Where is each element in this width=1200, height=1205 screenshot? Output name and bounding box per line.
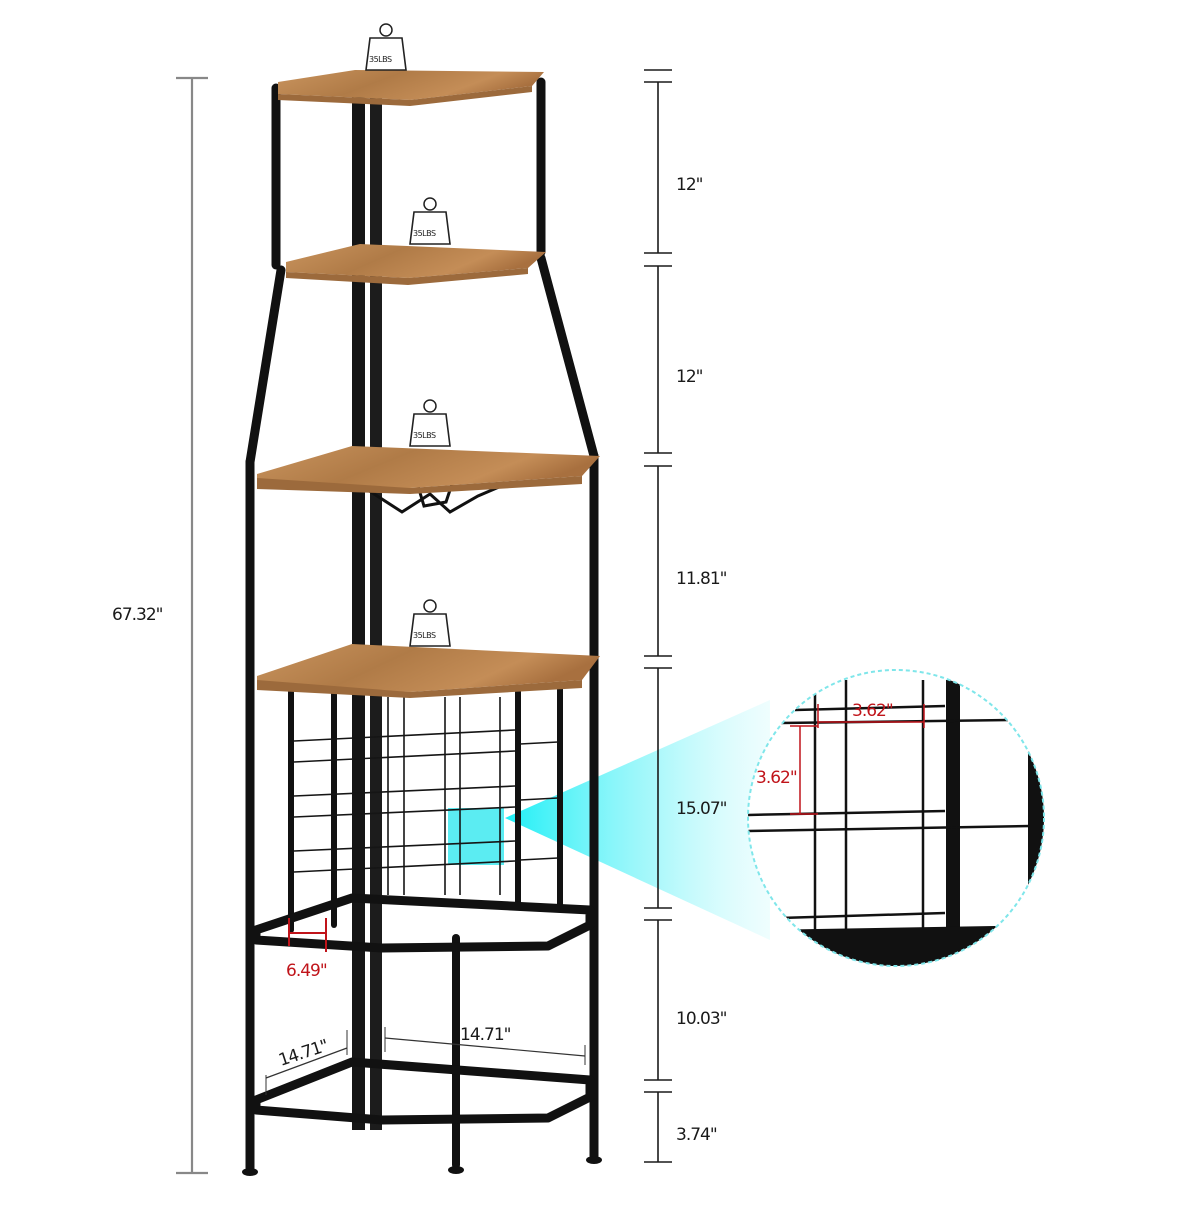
weight-badge-2-label: 35LBS — [413, 229, 436, 238]
shelf-3 — [257, 446, 600, 494]
rail-spacing-label: 6.49" — [286, 961, 327, 981]
overall-height-dimension: 67.32" — [112, 76, 208, 1175]
callout-grid-width-label: 3.62" — [852, 701, 893, 721]
weight-badge-4-label: 35LBS — [413, 631, 436, 640]
overall-height-label: 67.32" — [112, 605, 163, 625]
weight-badge-4: 35LBS — [409, 599, 451, 647]
segment-height-3-label: 11.81" — [676, 569, 727, 589]
base-depth-left-label: 14.71" — [276, 1036, 330, 1071]
base-depth-dimensions: 14.71" 14.71" — [265, 1025, 586, 1095]
weight-badge-3-label: 35LBS — [413, 431, 436, 440]
callout-grid-height-label: 3.62" — [756, 768, 797, 788]
callout-beam — [505, 700, 770, 940]
segment-height-6-label: 3.74" — [676, 1125, 717, 1145]
weight-badge-1: 35LBS — [365, 23, 407, 71]
wine-grid — [293, 697, 559, 895]
segment-height-5-label: 10.03" — [676, 1009, 727, 1029]
shelf-frame — [242, 77, 602, 1176]
weight-badge-2: 35LBS — [409, 197, 451, 245]
grid-detail-callout: 3.62" 3.62" — [747, 669, 1045, 967]
shelf-2 — [286, 244, 546, 285]
segment-height-4-label: 15.07" — [676, 799, 727, 819]
weight-badge-1-label: 35LBS — [369, 55, 392, 64]
segment-height-2-label: 12" — [676, 367, 703, 387]
segment-height-dimensions: 12" 12" 11.81" 15.07" 10.03" 3.74" — [644, 69, 728, 1163]
callout-source-highlight — [448, 808, 504, 865]
base-depth-right-label: 14.71" — [460, 1025, 511, 1045]
weight-badge-3: 35LBS — [409, 399, 451, 447]
shelf-1 — [278, 70, 544, 106]
wood-shelves — [257, 70, 600, 698]
rail-spacing-dimension: 6.49" — [286, 918, 328, 981]
segment-height-1-label: 12" — [676, 175, 703, 195]
shelf-4 — [257, 644, 600, 698]
lower-metal-tiers — [251, 893, 595, 1125]
